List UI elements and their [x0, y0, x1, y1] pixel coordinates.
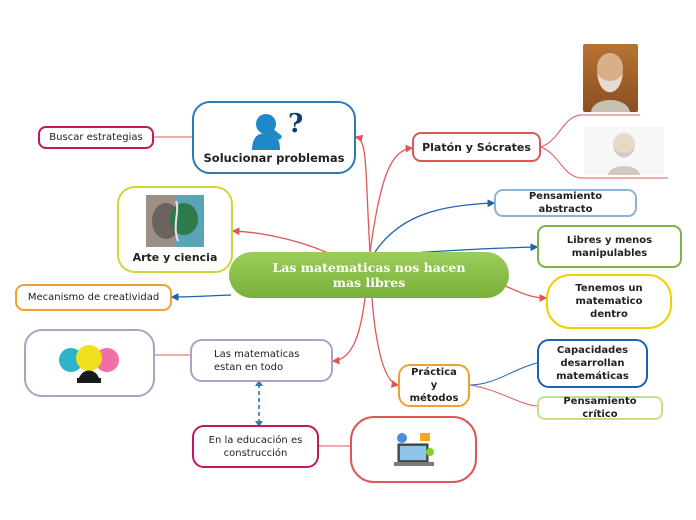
node-capacidades[interactable]: Capacidades desarrollan matemáticas	[537, 339, 648, 388]
education-collage-icon	[393, 432, 434, 466]
socrates-portrait-icon	[584, 127, 664, 175]
node-buscar-estrategias[interactable]: Buscar estrategias	[38, 126, 154, 149]
node-pensamiento-critico[interactable]: Pensamiento crítico	[537, 396, 663, 420]
node-education-image[interactable]	[350, 416, 477, 483]
node-label: Capacidades desarrollan matemáticas	[556, 345, 629, 382]
node-label: En la educación es construcción	[208, 434, 303, 459]
svg-text:?: ?	[288, 110, 303, 139]
node-label: Las matematicas estan en todo	[214, 348, 300, 373]
node-label: Platón y Sócrates	[422, 140, 531, 154]
node-mecanismo-creatividad[interactable]: Mecanismo de creatividad	[15, 284, 172, 311]
node-estan-en-todo[interactable]: Las matematicas estan en todo	[190, 339, 333, 382]
node-platon-socrates[interactable]: Platón y Sócrates	[412, 132, 541, 162]
central-topic[interactable]: Las matematicas nos hacen mas libres	[229, 252, 509, 298]
central-title: Las matematicas nos hacen mas libres	[272, 260, 466, 290]
node-pensamiento-abstracto[interactable]: Pensamiento abstracto	[494, 189, 637, 217]
plato-portrait-icon	[583, 44, 638, 112]
node-solucionar-problemas[interactable]: ? Solucionar problemas	[192, 101, 356, 174]
node-paint-blobs[interactable]	[24, 329, 155, 397]
brain-painting-icon	[146, 195, 204, 247]
node-label: Pensamiento crítico	[563, 396, 637, 420]
node-arte-y-ciencia[interactable]: Arte y ciencia	[117, 186, 233, 273]
node-libres-manipulables[interactable]: Libres y menos manipulables	[537, 225, 682, 268]
node-practica-metodos[interactable]: Práctica y métodos	[398, 364, 470, 407]
node-educacion-construccion[interactable]: En la educación es construcción	[192, 425, 319, 468]
node-label: Buscar estrategias	[49, 132, 143, 143]
node-label: Tenemos un matematico dentro	[575, 283, 643, 320]
node-label: Práctica y métodos	[409, 367, 459, 404]
node-tenemos-matematico[interactable]: Tenemos un matematico dentro	[546, 274, 672, 329]
node-label: Mecanismo de creatividad	[27, 292, 160, 303]
node-label: Pensamiento abstracto	[528, 191, 603, 215]
paint-blob-icon	[58, 345, 119, 383]
person-question-icon: ?	[252, 110, 303, 150]
node-label: Solucionar problemas	[203, 151, 345, 165]
node-label: Arte y ciencia	[132, 251, 218, 264]
node-label: Libres y menos manipulables	[566, 234, 653, 259]
